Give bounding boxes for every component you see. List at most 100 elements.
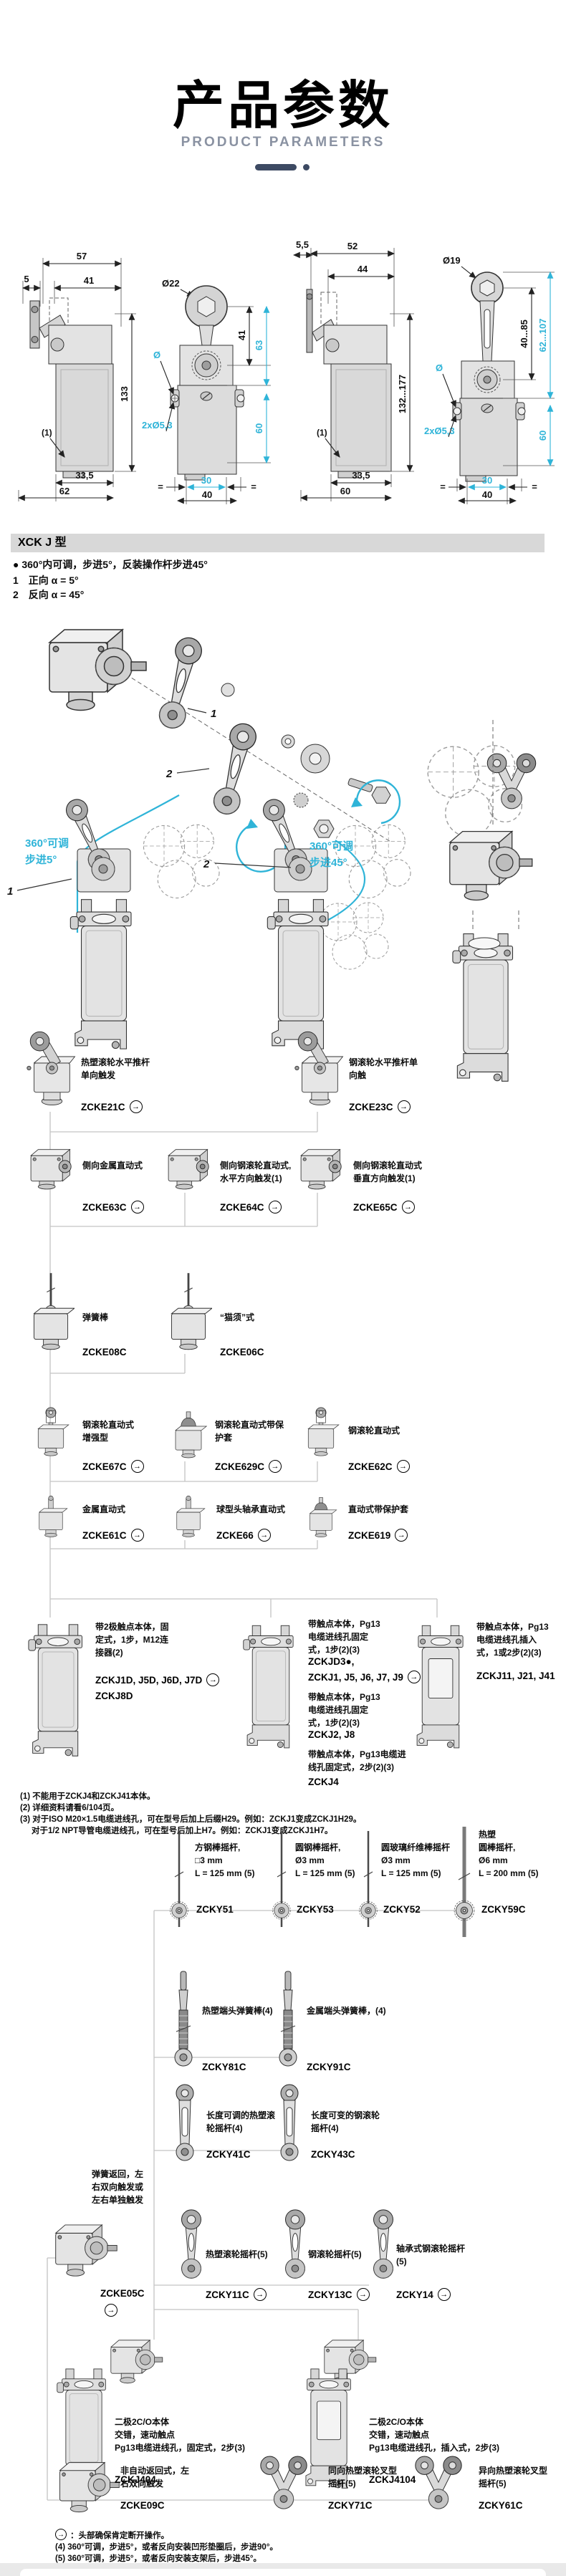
- section-heading-xckj: XCK J 型: [11, 534, 545, 552]
- part-label-zcke63c: 侧向金属直动式: [82, 1160, 143, 1171]
- body-label-zckj1d-group: 带2极触点本体，固 定式，1步，M12连 接器(2): [95, 1622, 169, 1658]
- part-label-zcky43c: 长度可变的钢滚轮 摇杆(4): [311, 2110, 380, 2133]
- part-label-zcky91c: 金属端头弹簧棒，(4): [307, 2006, 386, 2016]
- positive-opening-arrow-icon: →: [129, 1100, 143, 1113]
- body-label-zckj1-group: 带触点本体，Pg13 电缆进线孔固定 式，1步(2)(3): [308, 1619, 380, 1655]
- part-code-zcky91c: ZCKY91C: [307, 2062, 351, 2072]
- part-code-zcky41c: ZCKY41C: [206, 2149, 251, 2160]
- part-code-zcky52: ZCKY52: [383, 1904, 421, 1915]
- part-code-zcke21c: ZCKE21C→: [81, 1100, 143, 1113]
- part-label-zcky53: 圆钢棒摇杆, Ø3 mm L = 125 mm (5): [295, 1842, 355, 1878]
- body-code-zckj8d: ZCKJ8D: [95, 1691, 133, 1701]
- dimension-drawing-side-adjustable: 5,5 52 44 132...177 (1) 33,5 60: [292, 239, 414, 501]
- svg-text:=: =: [532, 481, 537, 492]
- part-code-zcke619: ZCKE619→: [348, 1529, 408, 1542]
- part-label-zcke66: 球型头轴承直动式: [216, 1504, 286, 1514]
- part-code-zcke23c: ZCKE23C→: [349, 1100, 411, 1113]
- title-divider-bar: [255, 164, 297, 170]
- svg-text:Ø22: Ø22: [162, 278, 180, 289]
- svg-text:Ø: Ø: [153, 350, 160, 360]
- part-code-zcke09c: ZCKE09C: [120, 2500, 165, 2511]
- svg-text:Ø19: Ø19: [443, 255, 461, 266]
- svg-text:60: 60: [254, 423, 264, 433]
- positive-opening-arrow-icon: →: [397, 1100, 411, 1113]
- tree1-diagram: [27, 1031, 464, 1756]
- part-label-zcke64c: 侧向钢滚轮直动式, 水平方向触发(1): [220, 1160, 292, 1183]
- assembly-callout-sw2: 2: [203, 858, 210, 870]
- assembly-callout-2: 2: [166, 768, 173, 780]
- assembly-callout-sw1: 1: [7, 885, 13, 898]
- dimension-drawing-side-fixed: 57 41 5 133 (1) 33,5 62: [17, 251, 136, 501]
- part-code-zcky59c: ZCKY59C: [481, 1904, 526, 1915]
- part-code-zcky53: ZCKY53: [297, 1904, 334, 1915]
- positive-opening-arrow-icon: →: [257, 1529, 271, 1542]
- svg-text:62...107: 62...107: [537, 319, 548, 352]
- svg-text:(1): (1): [42, 428, 52, 438]
- part-code-zcke05c: ZCKE05C: [100, 2288, 145, 2299]
- positive-opening-arrow-icon: →: [269, 1460, 282, 1473]
- part-label-zcky81c: 热塑端头弹簧棒(4): [202, 2006, 273, 2016]
- positive-opening-arrow-icon: →: [206, 1673, 220, 1686]
- part-label-zcke05c: 弹簧返回，左 右双向触发或 左右单独触发: [92, 2169, 144, 2205]
- part-label-zcky14: 轴承式钢滚轮摇杆 (5): [396, 2244, 466, 2267]
- positive-opening-arrow-icon: →: [356, 2288, 370, 2301]
- svg-text:40: 40: [482, 489, 492, 500]
- assembly-label-right: 360°可调 步进45°: [310, 840, 354, 870]
- dimension-drawing-front-adjustable: Ø19 Ø 40...85 62...107 60 2xØ5,3 = 30: [424, 255, 555, 504]
- body-code-zckj404: ZCKJ404: [115, 2474, 156, 2485]
- svg-text:62: 62: [59, 486, 69, 496]
- positive-opening-arrow-icon: →: [105, 2304, 117, 2317]
- page-subtitle: PRODUCT PARAMETERS: [181, 135, 385, 150]
- part-label-zcky59c: 热塑 圆棒摇杆, Ø6 mm L = 200 mm (5): [479, 1830, 539, 1878]
- svg-text:=: =: [440, 481, 446, 492]
- part-label-zcke08c: 弹簧棒: [82, 1312, 109, 1322]
- title-divider-dot: [303, 164, 310, 170]
- part-label-zcke61c: 金属直动式: [82, 1504, 126, 1514]
- part-label-zcke619: 直动式带保护套: [348, 1504, 409, 1514]
- part-code-zcky13c: ZCKY13C→: [308, 2288, 370, 2301]
- part-code-zcky61c: ZCKY61C: [479, 2500, 523, 2511]
- part-label-zcky52: 圆玻璃纤维棒摇杆 Ø3 mm L = 125 mm (5): [381, 1842, 451, 1878]
- footnote-3-continued: 对于1/2 NPT导管电缆进线孔，可在型号后加上H7。例如：ZCKJ1变成ZCK…: [32, 1827, 333, 1835]
- body-label-zckj404: 二极2C/O本体 交错，速动触点 Pg13电缆进线孔，固定式，2步(3): [115, 2417, 246, 2453]
- positive-opening-arrow-icon: →: [401, 1201, 415, 1213]
- svg-text:=: =: [158, 481, 163, 492]
- svg-text:5: 5: [24, 274, 29, 284]
- footnote-arrow-text: ：头部确保肯定断开操作。: [70, 2532, 169, 2540]
- svg-text:52: 52: [347, 241, 358, 251]
- part-label-zcke21c: 热塑滚轮水平推杆 单向触发: [81, 1057, 150, 1080]
- footnote-4: (4) 360°可调，步进5°，或者反向安装凹形垫圈后，步进90°。: [55, 2543, 278, 2552]
- positive-opening-arrow-icon: →: [130, 1201, 144, 1213]
- body-label-zckj2-group: 带触点本体，Pg13 电缆进线孔固定 式，1步(2)(3): [308, 1692, 380, 1728]
- positive-opening-arrow-icon: →: [130, 1529, 144, 1542]
- svg-text:33,5: 33,5: [75, 470, 93, 481]
- footnote-1: (1) 不能用于ZCKJ4和ZCKJ41本体。: [20, 1792, 155, 1801]
- svg-text:133: 133: [119, 386, 130, 402]
- part-code-zcke629c: ZCKE629C→: [215, 1460, 282, 1473]
- part-label-zcke67c: 钢滚轮直动式 增强型: [82, 1420, 135, 1443]
- footnote-2: (2) 详细资料请看6/104页。: [20, 1804, 120, 1812]
- svg-text:41: 41: [236, 330, 247, 340]
- positive-opening-arrow-icon: →: [395, 1529, 408, 1542]
- exploded-assembly-figure: 1 2: [7, 629, 537, 1082]
- svg-text:30: 30: [201, 475, 211, 486]
- part-label-zcky11c: 热塑滚轮摇杆(5): [206, 2249, 268, 2259]
- svg-text:=: =: [251, 481, 256, 492]
- part-label-zcke629c: 钢滚轮直动式带保 护套: [215, 1420, 284, 1443]
- footnote-arrow: →: [55, 2529, 67, 2540]
- part-code-zcke66: ZCKE66→: [216, 1529, 271, 1542]
- svg-text:57: 57: [77, 251, 87, 261]
- part-label-zcky41c: 长度可调的热塑滚 轮摇杆(4): [206, 2110, 276, 2133]
- part-label-zcky51: 方钢棒摇杆, □3 mm L = 125 mm (5): [195, 1842, 255, 1878]
- assembly-label-left: 360°可调 步进5°: [25, 837, 69, 867]
- next-card-top-edge: [20, 2569, 546, 2576]
- section-item-2: 2 反向 α = 45°: [13, 589, 85, 600]
- part-code-zcke08c: ZCKE08C: [82, 1347, 127, 1357]
- body-code-zckj2: ZCKJ2, J8: [308, 1729, 355, 1740]
- svg-text:44: 44: [358, 264, 368, 274]
- part-code-zcke65c: ZCKE65C→: [353, 1201, 415, 1213]
- svg-text:33,5: 33,5: [352, 470, 370, 481]
- footnote-3: (3) 对于ISO M20×1.5电缆进线孔，可在型号后加上后缀H29。例如：Z…: [20, 1815, 362, 1824]
- part-code-zcky81c: ZCKY81C: [202, 2062, 246, 2072]
- positive-opening-arrow-icon: →: [268, 1201, 282, 1213]
